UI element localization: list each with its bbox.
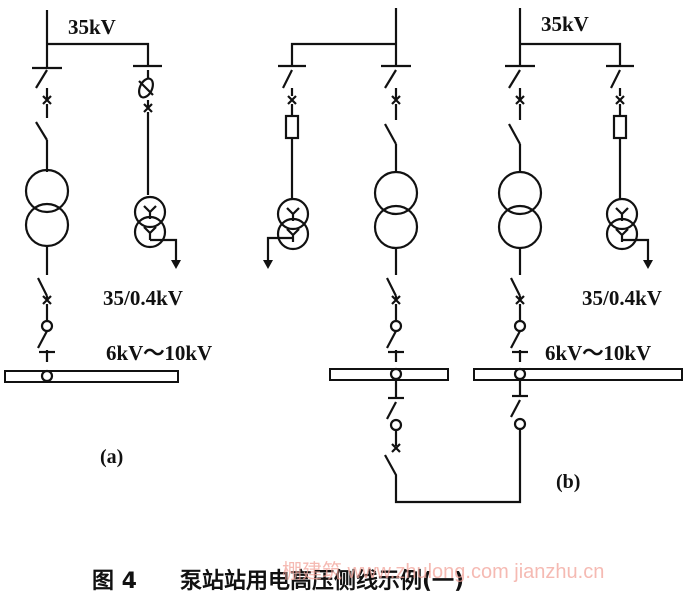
a-fuse-mark (138, 80, 154, 96)
a-fuse (138, 77, 154, 99)
a-busbar (4, 370, 179, 383)
a-breaker-blade (35, 121, 48, 141)
b-right-aux-cross-mark (615, 95, 625, 105)
b-right-tie-switch-blade (510, 399, 521, 418)
a-aux-star-symbol (143, 226, 157, 240)
a-ground-lead (150, 238, 178, 262)
b-right-disconnector-blade (508, 69, 521, 89)
a-ground-arrow-icon (171, 260, 181, 269)
b-right-branch-line (520, 42, 622, 66)
b-left-cross-mark (391, 95, 401, 105)
a-bus-node (40, 369, 54, 383)
a-aux-star-symbol (143, 205, 157, 219)
a-lower-switch (37, 330, 49, 362)
figure-title: 泵站站用电高压侧线示例(一) (180, 568, 464, 594)
a-disconnector-blade (35, 69, 48, 89)
b-right-aux-star-symbol (615, 207, 629, 221)
diagram-b: 35kV (263, 8, 683, 504)
a-main-transformer-lower (24, 202, 70, 248)
b-right-cross-mark (515, 95, 525, 105)
b-right-aux-transformer-upper (605, 197, 639, 231)
watermark: 棚建筑 www.zhulong.com jianzhu.cn (282, 560, 604, 583)
a-breaker-blade (37, 277, 48, 297)
b-left-breaker-blade (386, 277, 397, 297)
a-cross-mark (42, 95, 52, 105)
b-tie-disconnect-contact (389, 418, 403, 432)
b-right-tie-disconnect-contact (513, 417, 527, 431)
a-aux-ratio-label: 35/0.4kV (103, 286, 183, 310)
figure-number: 图 4 (92, 569, 137, 594)
b-left-aux-cross-mark (287, 95, 297, 105)
b-right-disconnect-contact (513, 319, 527, 333)
b-right-cross-mark (515, 295, 525, 305)
b-left-aux-star-symbol (286, 207, 300, 221)
b-right-aux-disconnector (610, 69, 621, 89)
a-voltage-hv-label: 35kV (68, 15, 116, 39)
b-right-breaker-blade (510, 277, 521, 297)
b-aux-ratio-label: 35/0.4kV (582, 286, 662, 310)
a-sublabel: (a) (100, 446, 123, 468)
b-left-breaker-blade (384, 123, 397, 145)
b-left-ground-arrow-icon (263, 260, 273, 269)
b-left-disconnector-blade (384, 69, 397, 89)
b-tie-cross-mark (391, 443, 401, 453)
a-main-transformer-upper (24, 168, 70, 214)
b-left-busbar (329, 368, 449, 381)
b-left-aux-fuse (284, 114, 300, 140)
a-cross-mark (143, 103, 153, 113)
b-left-main-transformer-lower (373, 204, 419, 250)
b-left-aux-star-symbol (286, 228, 300, 242)
b-right-aux-fuse (612, 114, 628, 140)
b-right-lower-switch (510, 330, 522, 362)
b-left-branch-line (290, 42, 396, 66)
b-left-bus-node (389, 367, 403, 381)
b-right-main-transformer-lower (497, 204, 543, 250)
b-left-aux-transformer-upper (276, 197, 310, 231)
a-branch-line (47, 42, 150, 66)
b-right-ground-lead (622, 238, 650, 262)
b-right-main-transformer-upper (497, 170, 543, 216)
a-cross-mark (42, 295, 52, 305)
b-left-disconnect-contact (389, 319, 403, 333)
b-left-lower-switch (386, 330, 398, 362)
b-left-ground-lead (266, 236, 293, 262)
b-bus-voltage-label: 6kV～10kV (545, 341, 651, 365)
b-voltage-hv-label: 35kV (541, 12, 589, 36)
b-left-aux-disconnector (282, 69, 293, 89)
a-aux-transformer-upper (133, 195, 167, 229)
b-tie-switch-blade (386, 401, 397, 420)
b-left-main-transformer-upper (373, 170, 419, 216)
b-sublabel: (b) (556, 471, 580, 493)
b-right-ground-arrow-icon (643, 260, 653, 269)
b-right-busbar (473, 368, 683, 381)
a-bus-voltage-label: 6kV～10kV (106, 341, 212, 365)
b-right-bus-node (513, 367, 527, 381)
b-left-cross-mark (391, 295, 401, 305)
diagram-a: 35kV (4, 10, 212, 468)
b-right-breaker-blade (508, 123, 521, 145)
a-disconnect-contact (40, 319, 54, 333)
b-bus-tie-line (384, 430, 522, 504)
